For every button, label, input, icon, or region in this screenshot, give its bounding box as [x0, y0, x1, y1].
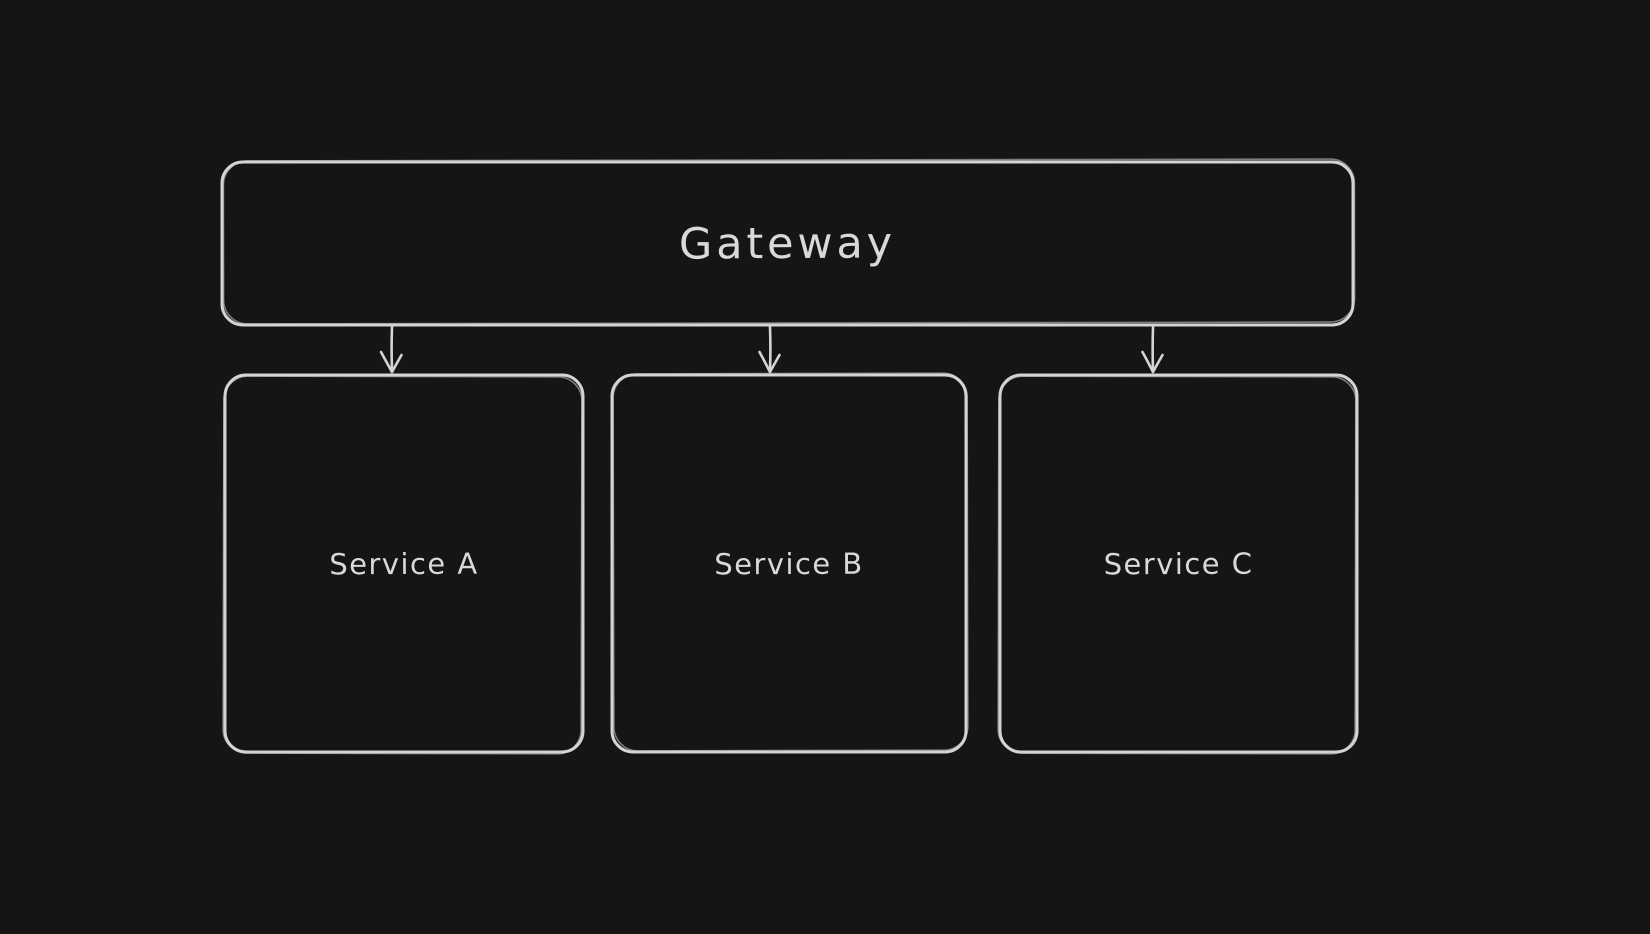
edge-gateway-to-service-c[interactable] [1141, 325, 1164, 374]
node-service-a-box[interactable] [222, 373, 585, 755]
node-service-b-box[interactable] [610, 372, 969, 754]
node-service-c-box[interactable] [997, 373, 1359, 755]
node-gateway-box[interactable] [220, 158, 1356, 327]
edge-gateway-to-service-a[interactable] [379, 325, 403, 374]
arrowhead-down-icon [1141, 350, 1164, 374]
arrowhead-down-icon [379, 350, 403, 374]
arrowhead-down-icon [758, 350, 781, 374]
edge-gateway-to-service-b[interactable] [758, 325, 781, 374]
